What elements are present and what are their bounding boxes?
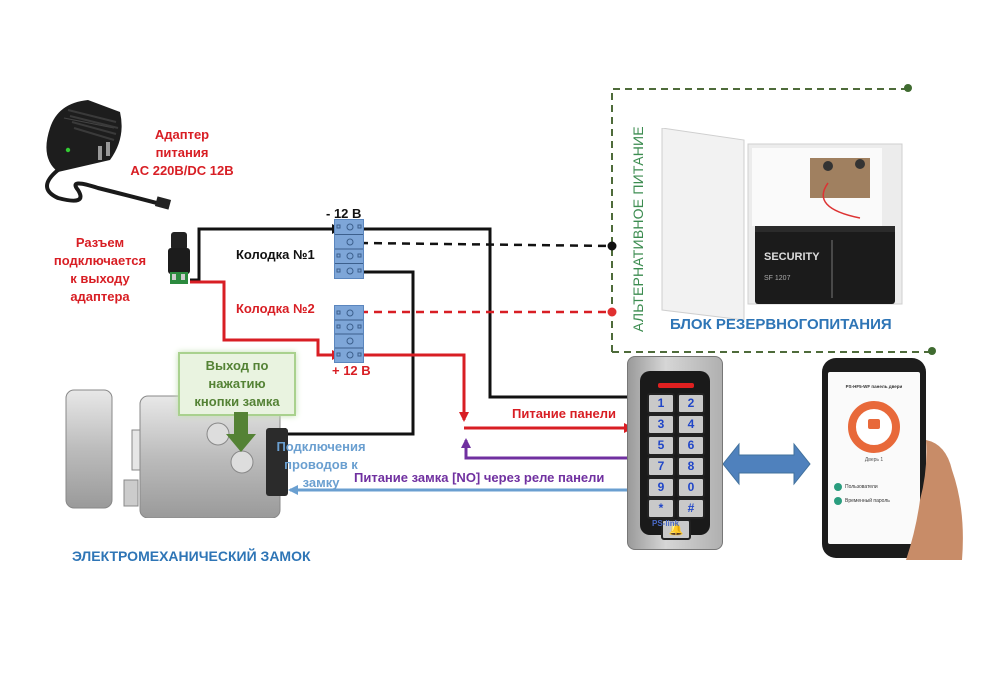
battery-brand: SECURITY xyxy=(764,251,820,263)
wireless-link-arrow xyxy=(722,442,811,486)
keypad-key[interactable]: 8 xyxy=(677,456,705,477)
adapter-label-line3: AC 220В/DC 12В xyxy=(130,163,234,178)
keypad-key[interactable]: 4 xyxy=(677,414,705,435)
keypad-key[interactable]: 7 xyxy=(647,456,675,477)
backup-power-title: БЛОК РЕЗЕРВНОГОПИТАНИЯ xyxy=(670,316,892,333)
terminal-block-2-label: Колодка №2 xyxy=(236,301,315,316)
dc-connector-image xyxy=(163,232,193,288)
wire-alt-minus xyxy=(359,241,613,248)
unlock-button[interactable] xyxy=(848,401,900,453)
keypad-key[interactable]: 🔔 xyxy=(661,519,691,540)
hand-image xyxy=(906,440,968,560)
backup-power-unit-image: SECURITY SF 1207 xyxy=(660,128,910,320)
phone-list-item-users[interactable]: Пользователи xyxy=(828,483,920,491)
keypad-key[interactable]: 2 xyxy=(677,393,705,414)
wire-relay-no xyxy=(461,438,630,460)
wire-adapter-plus xyxy=(190,280,342,360)
minus-12v-label: - 12 В xyxy=(326,206,362,221)
lock-relay-power-label: Питание замка [NO] через реле панели xyxy=(354,470,605,485)
terminal-block-2 xyxy=(334,305,364,363)
exit-arrow-icon xyxy=(226,412,256,452)
backup-power-frame xyxy=(611,84,936,355)
connector-label: Разъем подключается к выходу адаптера xyxy=(40,234,160,306)
adapter-label-line1: Адаптер xyxy=(154,127,210,142)
wire-adapter-minus xyxy=(190,224,342,282)
panel-power-label: Питание панели xyxy=(512,406,617,421)
exit-label-line2: нажатию xyxy=(208,376,266,391)
keypad-key[interactable]: 1 xyxy=(647,393,675,414)
connector-label-line3: к выходу xyxy=(70,271,130,286)
exit-button-callout: Выход по нажатию кнопки замка xyxy=(178,352,296,416)
keypad-brand: PS-link xyxy=(652,519,680,528)
phone-list-item-temp-password[interactable]: Временный пароль xyxy=(828,497,920,505)
keypad-key[interactable]: 6 xyxy=(677,435,705,456)
key-icon xyxy=(834,497,842,505)
wire-plus-down xyxy=(360,353,469,422)
terminal-block-1-label: Колодка №1 xyxy=(236,247,315,262)
exit-label-line1: Выход по xyxy=(205,358,269,373)
lock-wires-line2: проводов к xyxy=(284,457,358,472)
keypad-key[interactable]: 0 xyxy=(677,477,705,498)
lock-title: ЭЛЕКТРОМЕХАНИЧЕСКИЙ ЗАМОК xyxy=(72,548,311,564)
plus-12v-label: + 12 В xyxy=(332,363,371,378)
power-adapter-image xyxy=(28,98,178,218)
connector-label-line4: адаптера xyxy=(70,289,130,304)
device-label: Дверь 1 xyxy=(864,457,884,463)
connector-label-line1: Разъем xyxy=(75,235,125,250)
keypad-key[interactable]: 5 xyxy=(647,435,675,456)
alt-power-vertical-label: АЛЬТЕРНАТИВНОЕ ПИТАНИЕ xyxy=(630,126,646,332)
keypad-key[interactable]: * xyxy=(647,498,675,519)
keypad-key[interactable]: 9 xyxy=(647,477,675,498)
phone-list-item-temp-label: Временный пароль xyxy=(845,498,890,504)
lock-wires-line3: замку xyxy=(302,475,340,490)
phone-list-item-users-label: Пользователи xyxy=(845,484,878,490)
keypad-key[interactable]: # xyxy=(677,498,705,519)
user-icon xyxy=(834,483,842,491)
terminal-block-1 xyxy=(334,219,364,279)
smartphone: PS-HF5-WF панель двери Дверь 1 Пользоват… xyxy=(822,358,926,558)
keypad-key[interactable]: 3 xyxy=(647,414,675,435)
battery-model: SF 1207 xyxy=(764,275,791,282)
lock-wires-line1: Подключения xyxy=(276,439,366,454)
adapter-label-line2: питания xyxy=(155,145,209,160)
connector-label-line2: подключается xyxy=(53,253,147,268)
wire-minus-to-lock xyxy=(280,270,415,436)
adapter-label: Адаптер питания AC 220В/DC 12В xyxy=(122,126,242,180)
lock-wire-connector xyxy=(266,428,288,496)
exit-label-line3: кнопки замка xyxy=(194,394,280,409)
lock-wires-label: Подключения проводов к замку xyxy=(272,438,370,492)
phone-header: PS-HF5-WF панель двери xyxy=(845,384,903,389)
